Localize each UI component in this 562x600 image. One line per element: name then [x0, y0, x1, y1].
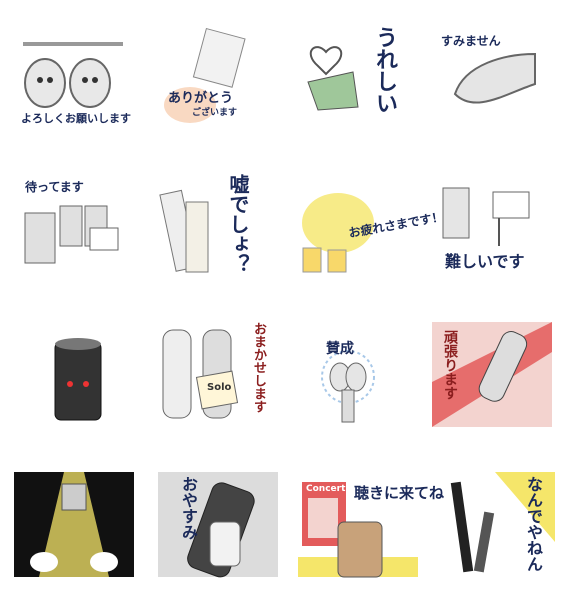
sticker-otsukare[interactable]: お疲れさまです！: [298, 178, 445, 288]
sticker-muzukashii[interactable]: 難しいです: [435, 178, 555, 288]
sticker-ureshii[interactable]: うれしい: [298, 22, 418, 132]
sticker-uso-desho[interactable]: 嘘でしょ？: [158, 172, 278, 282]
clarinet-illustration: [450, 472, 555, 573]
sticker-label: ありがとう: [168, 91, 234, 106]
toast-illustration: [302, 193, 374, 273]
sticker-label: うれしい: [372, 26, 397, 114]
sticker-label: おやすみ: [179, 476, 198, 540]
barrels-illustration: [24, 205, 119, 264]
reed-heart-illustration: [307, 46, 359, 111]
solo-sheet-label: Solo: [207, 382, 232, 393]
three-parts-illustration: [321, 350, 375, 423]
sticker-sansei[interactable]: 賛成: [298, 322, 418, 432]
concert-poster-illustration: [298, 482, 418, 578]
sticker-label: 頑張ります: [442, 330, 458, 400]
mouthpiece-illustration: [164, 27, 246, 123]
mouthpieces-solo-illustration: [162, 329, 239, 419]
sticker-sumimasen[interactable]: すみません: [435, 24, 555, 134]
sticker-yoroshiku[interactable]: よろしくお願いします: [15, 28, 135, 138]
sticker-kikini-kitene[interactable]: Concert 聴きに来てね: [298, 472, 444, 582]
ligature-illustration: [453, 52, 536, 104]
sticker-label: 聴きに来てね: [354, 484, 445, 502]
sticker-arigatou[interactable]: ありがとう ございます: [160, 25, 280, 135]
sticker-dark-barrel[interactable]: [20, 322, 140, 432]
rocket-mouthpiece-illustration: [432, 322, 552, 427]
sticker-label: 待ってます: [25, 180, 84, 194]
concert-poster-label: Concert: [306, 484, 346, 494]
sticker-label: なんでやねん: [524, 476, 543, 572]
sticker-label: すみません: [441, 34, 501, 48]
angry-barrel-illustration: [54, 338, 102, 421]
sticker-label: 賛成: [326, 341, 354, 357]
sticker-sublabel: ございます: [192, 108, 238, 118]
spotlight-barrel-illustration: [14, 472, 134, 577]
music-stand-illustration: [442, 187, 530, 246]
sticker-label: おまかせします: [251, 322, 266, 413]
reed-case-illustration: [159, 189, 209, 273]
sticker-omakase[interactable]: Solo おまかせします: [155, 322, 275, 432]
sticker-label: よろしくお願いします: [21, 112, 131, 125]
sticker-spotlight[interactable]: [14, 472, 134, 582]
sticker-label: 嘘でしょ？: [226, 174, 250, 274]
clarinet-parts-illustration: [23, 42, 123, 108]
sticker-oyasumi[interactable]: おやすみ: [158, 472, 278, 582]
sleeping-mouthpiece-illustration: [158, 472, 278, 578]
sticker-matte-masu[interactable]: 待ってます: [15, 178, 135, 288]
sticker-ganbarimasu[interactable]: 頑張ります: [432, 322, 552, 432]
sticker-nande-yanen[interactable]: なんでやねん: [435, 472, 555, 582]
sticker-label: 難しいです: [445, 252, 525, 271]
